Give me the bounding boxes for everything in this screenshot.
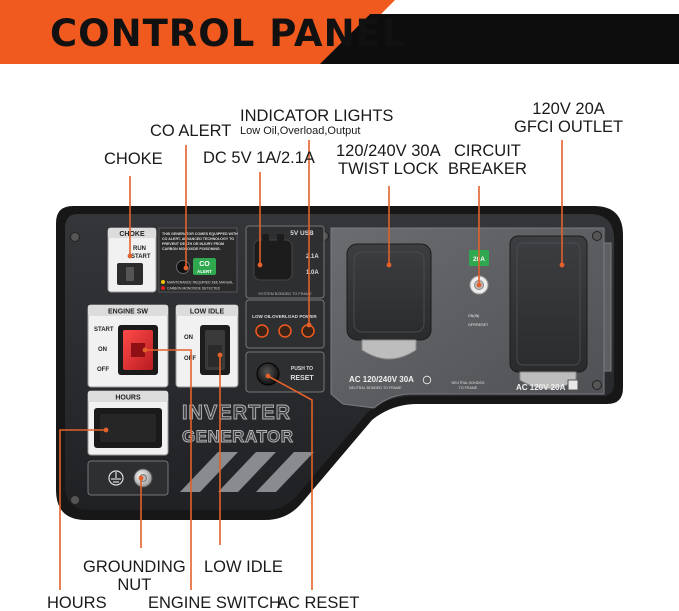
svg-text:CARBON MONOXIDE POISONING.: CARBON MONOXIDE POISONING. bbox=[162, 247, 221, 251]
svg-text:NEUTRAL BONDED TO FRAME: NEUTRAL BONDED TO FRAME bbox=[349, 386, 402, 390]
svg-text:ON(IN): ON(IN) bbox=[468, 314, 479, 318]
decor-stripe bbox=[180, 452, 238, 492]
svg-text:LOW IDLE: LOW IDLE bbox=[190, 309, 225, 316]
choke-title: CHOKE bbox=[119, 231, 145, 238]
callout-leaders bbox=[59, 140, 565, 590]
indicator-box bbox=[245, 299, 325, 349]
choke-start-label: START bbox=[131, 254, 151, 260]
svg-text:AC 120/240V 30A: AC 120/240V 30A bbox=[349, 375, 414, 384]
svg-text:MAINTENANCE REQUIRED SEE MANUA: MAINTENANCE REQUIRED SEE MANUAL bbox=[167, 281, 233, 285]
co-alert-badge bbox=[193, 258, 216, 275]
banner-orange-band bbox=[0, 0, 395, 64]
svg-text:ALERT: ALERT bbox=[197, 269, 212, 274]
grounding-box bbox=[87, 460, 169, 496]
screw-icon bbox=[592, 231, 602, 241]
banner-title: CONTROL PANEL bbox=[50, 12, 407, 55]
svg-text:TO FRAME: TO FRAME bbox=[459, 386, 478, 390]
svg-text:SYSTEM BONDED TO FRAME: SYSTEM BONDED TO FRAME bbox=[258, 292, 312, 296]
svg-text:HOURS: HOURS bbox=[115, 395, 141, 402]
screw-icon bbox=[592, 380, 602, 390]
brand-generator: GENERATOR bbox=[182, 427, 294, 446]
usb-title: 5V USB bbox=[290, 230, 314, 237]
svg-text:START: START bbox=[94, 327, 114, 333]
gfci-cover[interactable] bbox=[509, 235, 588, 373]
ground-symbol-icon bbox=[108, 470, 124, 486]
callout-indicator-lights: INDICATOR LIGHTS Low Oil,Overload,Output bbox=[240, 107, 394, 137]
usb-cover[interactable] bbox=[253, 239, 293, 281]
low-oil-light bbox=[255, 324, 269, 338]
callout-dc-usb: DC 5V 1A/2.1A bbox=[203, 149, 315, 167]
callout-ac-reset: AC RESET bbox=[277, 594, 360, 611]
svg-text:PREVENT DEATH OR INJURY FROM: PREVENT DEATH OR INJURY FROM bbox=[162, 242, 224, 246]
callout-low-idle: LOW IDLE bbox=[204, 558, 283, 576]
svg-text:CARBON MONOXIDE DETECTED: CARBON MONOXIDE DETECTED bbox=[167, 287, 221, 291]
callout-engine-switch: ENGINE SWITCH bbox=[148, 594, 281, 611]
callout-co-alert: CO ALERT bbox=[150, 122, 232, 140]
callout-twist-lock: 120/240V 30A TWIST LOCK bbox=[336, 142, 441, 178]
choke-run-label: RUN bbox=[133, 246, 146, 252]
svg-text:PUSH TO: PUSH TO bbox=[291, 366, 313, 372]
callout-grounding-nut: GROUNDING NUT bbox=[83, 558, 186, 594]
svg-text:2.1A: 2.1A bbox=[306, 254, 319, 260]
overload-light bbox=[278, 324, 292, 338]
svg-text:CO: CO bbox=[199, 261, 210, 268]
svg-text:AC 120V 20A: AC 120V 20A bbox=[516, 383, 566, 392]
svg-text:NEUTRAL BONDED: NEUTRAL BONDED bbox=[451, 381, 484, 385]
callout-gfci-outlet: 120V 20A GFCI OUTLET bbox=[514, 100, 624, 136]
svg-text:OFF: OFF bbox=[184, 356, 196, 362]
svg-text:ON: ON bbox=[98, 347, 107, 353]
svg-text:CO ALERT. ADVANCED TECHNOLOGY: CO ALERT. ADVANCED TECHNOLOGY TO bbox=[162, 237, 234, 241]
decor-stripe bbox=[218, 452, 276, 492]
svg-text:ON: ON bbox=[184, 335, 193, 341]
svg-text:ENGINE SW: ENGINE SW bbox=[108, 309, 148, 316]
svg-text:RESET: RESET bbox=[290, 375, 314, 382]
svg-text:OFF: OFF bbox=[97, 367, 109, 373]
callout-hours: HOURS bbox=[47, 594, 107, 611]
twist-lock-symbol-icon bbox=[422, 375, 432, 385]
callout-circuit-breaker: CIRCUIT BREAKER bbox=[448, 142, 527, 178]
decor-stripe bbox=[256, 452, 314, 492]
brand-inverter: INVERTER bbox=[182, 402, 291, 424]
svg-text:1.0A: 1.0A bbox=[306, 270, 319, 276]
banner-black-band bbox=[320, 14, 679, 64]
svg-text:OVERLOAD: OVERLOAD bbox=[272, 314, 299, 319]
svg-text:LOW OIL: LOW OIL bbox=[252, 314, 272, 319]
callout-choke: CHOKE bbox=[104, 150, 163, 168]
screw-icon bbox=[70, 232, 80, 242]
svg-text:OFF/RESET: OFF/RESET bbox=[468, 323, 489, 327]
screw-icon bbox=[70, 495, 80, 505]
svg-text:THIS GENERATOR COMES EQUIPPED: THIS GENERATOR COMES EQUIPPED WITH bbox=[162, 232, 238, 236]
